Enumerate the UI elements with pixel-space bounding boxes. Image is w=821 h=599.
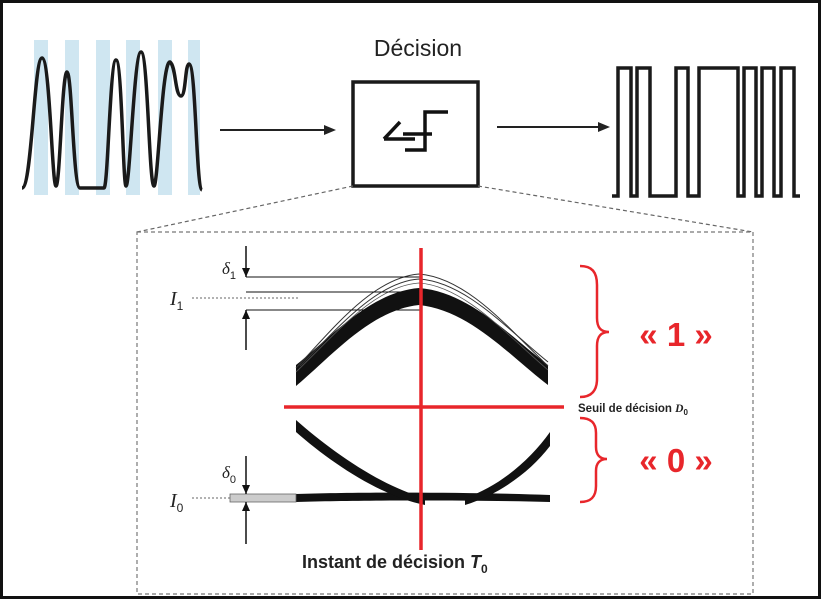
- eye-upper-trace: [295, 273, 549, 369]
- zoom-guide-right: [477, 185, 754, 233]
- instant-label: Instant de décision T0: [302, 552, 488, 576]
- level-zero-label: I0: [169, 490, 184, 515]
- zoom-panel: [136, 231, 754, 595]
- eye-rising-transition: [465, 432, 550, 505]
- eye-falling-transition: [296, 420, 425, 505]
- eye-upper-trace: [295, 282, 549, 373]
- brace-zero: [579, 416, 608, 504]
- level-one-label: I1: [169, 288, 184, 313]
- level-one-marker: [192, 246, 420, 350]
- delta-one-label: δ1: [222, 259, 236, 282]
- binary-signal: [612, 66, 800, 198]
- level-zero-marker: [192, 456, 297, 544]
- eye-diagram: [295, 273, 550, 505]
- decision-block: [351, 80, 480, 188]
- decision-title: Décision: [374, 35, 462, 61]
- bit-one-label: « 1 »: [639, 316, 712, 353]
- input-signal: [20, 40, 204, 195]
- delta-zero-label: δ0: [222, 463, 236, 486]
- arrow-to-decision: [220, 125, 336, 135]
- threshold-label: Seuil de décision D0: [578, 403, 688, 417]
- analog-waveform: [20, 50, 204, 192]
- sample-band: [158, 40, 172, 195]
- eye-upper-band: [296, 288, 548, 386]
- zoom-guide-left: [136, 185, 354, 233]
- arrow-from-decision: [497, 122, 610, 132]
- eye-upper-trace: [299, 278, 549, 367]
- threshold-symbol-icon: [382, 110, 448, 152]
- brace-one: [579, 264, 610, 399]
- bit-zero-label: « 0 »: [639, 442, 712, 479]
